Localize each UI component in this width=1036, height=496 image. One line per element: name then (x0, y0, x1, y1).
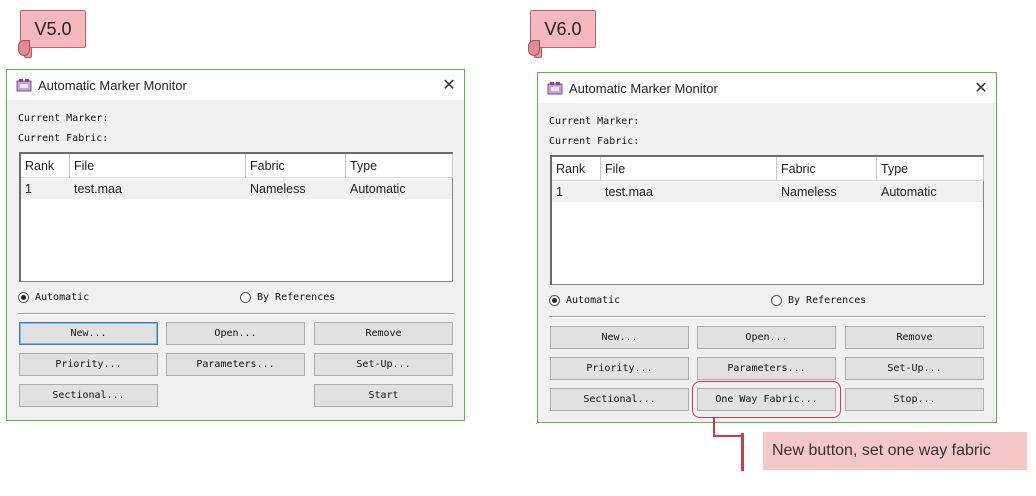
table-row[interactable]: 1 test.maa Nameless Automatic (21, 179, 452, 199)
window-title: Automatic Marker Monitor (38, 77, 187, 93)
column-header-fabric[interactable]: Fabric (246, 154, 346, 178)
cell-fabric: Nameless (781, 185, 837, 199)
open-button[interactable]: Open... (166, 322, 305, 345)
divider (18, 313, 454, 315)
column-header-rank[interactable]: Rank (21, 154, 70, 178)
app-icon (547, 81, 563, 95)
current-marker-label: Current Marker: (549, 116, 640, 127)
setup-button[interactable]: Set-Up... (845, 357, 984, 380)
column-header-type[interactable]: Type (877, 157, 984, 181)
marker-list[interactable]: Rank File Fabric Type 1 test.maa Nameles… (19, 152, 453, 282)
callout-note: New button, set one way fabric (763, 432, 1027, 470)
cell-file: test.maa (74, 182, 122, 196)
stop-button[interactable]: Stop... (845, 388, 984, 411)
cell-fabric: Nameless (250, 182, 306, 196)
column-header-type[interactable]: Type (346, 154, 453, 178)
scroll-curl-icon (18, 40, 30, 56)
radio-automatic-label: Automatic (566, 295, 621, 306)
cell-rank: 1 (25, 182, 32, 196)
callout-connector (713, 418, 715, 436)
version-tag-label: V5.0 (20, 10, 86, 48)
setup-button[interactable]: Set-Up... (314, 353, 453, 376)
radio-by-references[interactable]: By References (240, 292, 335, 303)
new-button[interactable]: New... (550, 326, 689, 349)
column-header-file[interactable]: File (601, 157, 777, 181)
radio-by-references-label: By References (257, 292, 336, 303)
marker-monitor-window-v5: Automatic Marker Monitor ✕ Current Marke… (6, 69, 465, 421)
remove-button[interactable]: Remove (845, 326, 984, 349)
callout-bar (741, 433, 744, 471)
radio-automatic[interactable]: Automatic (549, 295, 620, 306)
callout-connector (713, 435, 743, 437)
version-tag-v5: V5.0 (18, 10, 86, 58)
radio-dot-unchecked (240, 292, 251, 303)
priority-button[interactable]: Priority... (550, 357, 689, 380)
radio-dot-checked (549, 295, 560, 306)
radio-automatic[interactable]: Automatic (18, 292, 89, 303)
column-header-rank[interactable]: Rank (552, 157, 601, 181)
column-header-file[interactable]: File (70, 154, 246, 178)
marker-monitor-window-v6: Automatic Marker Monitor ✕ Current Marke… (537, 72, 997, 423)
cell-file: test.maa (605, 185, 653, 199)
radio-by-references[interactable]: By References (771, 295, 866, 306)
cell-type: Automatic (881, 185, 937, 199)
column-header-fabric[interactable]: Fabric (777, 157, 877, 181)
cell-rank: 1 (556, 185, 563, 199)
title-bar[interactable]: Automatic Marker Monitor ✕ (538, 73, 996, 103)
sectional-button[interactable]: Sectional... (550, 388, 689, 411)
open-button[interactable]: Open... (697, 326, 836, 349)
list-header: Rank File Fabric Type (21, 154, 453, 178)
current-fabric-label: Current Fabric: (549, 136, 640, 147)
table-row[interactable]: 1 test.maa Nameless Automatic (552, 182, 983, 202)
app-icon (16, 78, 32, 92)
priority-button[interactable]: Priority... (19, 353, 158, 376)
cell-type: Automatic (350, 182, 406, 196)
remove-button[interactable]: Remove (314, 322, 453, 345)
close-icon[interactable]: ✕ (974, 80, 988, 97)
close-icon[interactable]: ✕ (442, 77, 456, 94)
radio-by-references-label: By References (788, 295, 867, 306)
divider (549, 316, 985, 318)
version-tag-label: V6.0 (530, 10, 596, 48)
list-header: Rank File Fabric Type (552, 157, 984, 181)
parameters-button[interactable]: Parameters... (166, 353, 305, 376)
marker-list[interactable]: Rank File Fabric Type 1 test.maa Nameles… (550, 155, 984, 285)
parameters-button[interactable]: Parameters... (697, 357, 836, 380)
radio-dot-checked (18, 292, 29, 303)
version-tag-v6: V6.0 (528, 10, 596, 58)
radio-dot-unchecked (771, 295, 782, 306)
new-button-highlight (692, 381, 841, 418)
title-bar[interactable]: Automatic Marker Monitor ✕ (7, 70, 464, 100)
current-marker-label: Current Marker: (18, 113, 109, 124)
start-button[interactable]: Start (314, 384, 453, 407)
scroll-curl-icon (528, 40, 540, 56)
sectional-button[interactable]: Sectional... (19, 384, 158, 407)
window-title: Automatic Marker Monitor (569, 80, 718, 96)
new-button[interactable]: New... (19, 322, 158, 345)
current-fabric-label: Current Fabric: (18, 133, 109, 144)
one-way-fabric-button[interactable]: One Way Fabric... (697, 388, 836, 411)
radio-automatic-label: Automatic (35, 292, 90, 303)
